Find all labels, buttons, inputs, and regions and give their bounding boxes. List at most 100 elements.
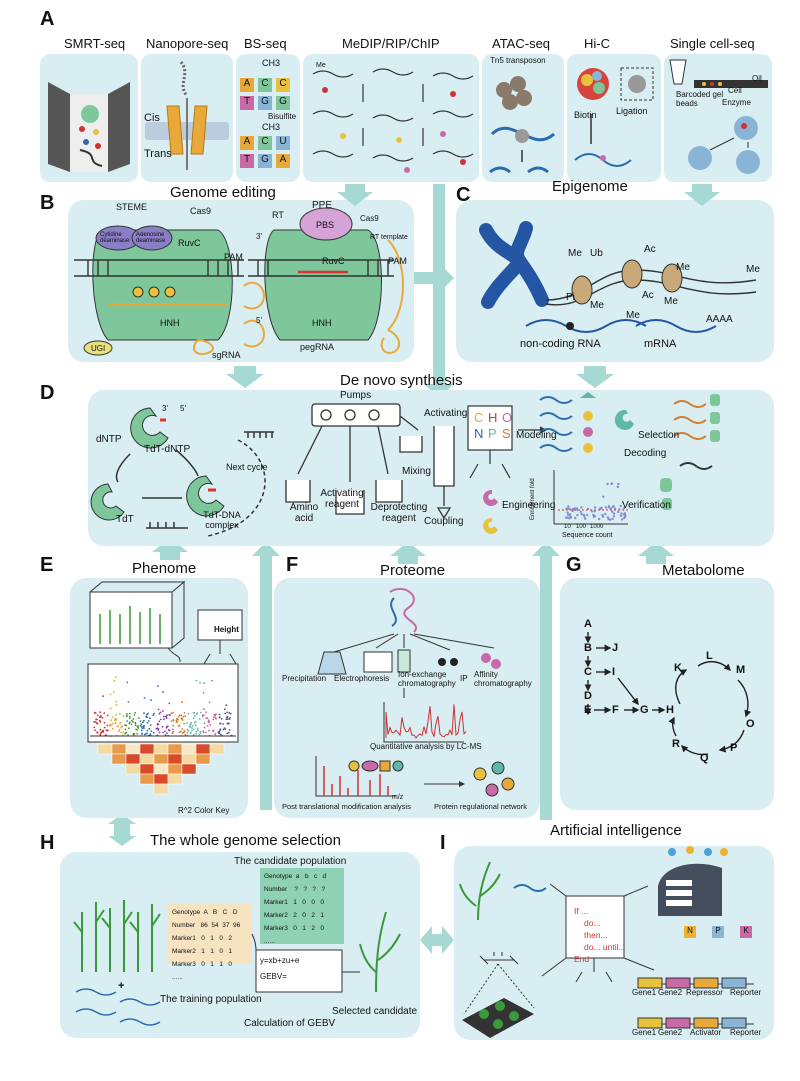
chromatogram-trace xyxy=(385,704,467,739)
manhattan-point xyxy=(199,711,202,714)
manhattan-point xyxy=(95,718,98,721)
manhattan-point xyxy=(132,721,134,723)
singlecell-cell-label: Cell xyxy=(728,86,742,95)
medip-tile xyxy=(303,54,479,182)
method-atac-title: ATAC-seq xyxy=(492,36,551,51)
manhattan-point xyxy=(201,715,204,718)
manhattan-point xyxy=(109,723,112,726)
gene-label: Gene1 xyxy=(632,988,657,997)
metabolite-node-e: E xyxy=(584,704,592,716)
scatter-point xyxy=(583,515,586,518)
manhattan-point xyxy=(124,732,126,735)
manhattan-point xyxy=(172,728,174,731)
tdt-dntp-label: TdT-dNTP xyxy=(144,444,191,455)
manhattan-point xyxy=(124,728,127,731)
candidate-row: Number ? ? ? ? xyxy=(264,886,326,893)
manhattan-point xyxy=(189,726,192,728)
manhattan-point xyxy=(227,731,230,734)
manhattan-point xyxy=(195,730,198,733)
manhattan-point xyxy=(163,718,165,721)
hic-ligation-label: Ligation xyxy=(616,106,648,116)
scatter-point xyxy=(610,482,613,486)
manhattan-point xyxy=(196,727,199,730)
scatter-point xyxy=(616,485,619,489)
cas9-label-right: Cas9 xyxy=(360,214,379,223)
ai-illustration xyxy=(459,846,754,1038)
manhattan-point xyxy=(191,727,193,729)
mz-label: m/z xyxy=(392,794,404,801)
panel-e-letter: E xyxy=(40,554,54,576)
manhattan-point xyxy=(128,727,130,730)
manhattan-point xyxy=(128,722,131,725)
manhattan-point xyxy=(147,720,150,722)
mrna-label: mRNA xyxy=(644,338,677,350)
manhattan-point xyxy=(205,717,208,720)
manhattan-point xyxy=(118,730,120,733)
manhattan-point xyxy=(122,731,125,734)
manhattan-point xyxy=(150,730,153,733)
singlecell-beads-label: Barcoded gel beads xyxy=(676,90,724,108)
panel-h-title: The whole genome selection xyxy=(150,832,341,849)
manhattan-point xyxy=(143,697,146,699)
manhattan-point xyxy=(177,715,180,718)
manhattan-point xyxy=(214,733,217,736)
manhattan-point xyxy=(165,717,168,719)
manhattan-point xyxy=(133,714,136,716)
manhattan-point xyxy=(140,726,143,728)
metabolite-node-m: M xyxy=(736,664,746,676)
nanopore-trans-label: Trans xyxy=(144,148,172,160)
scatter-point xyxy=(584,517,587,520)
manhattan-point xyxy=(119,723,121,725)
manhattan-point xyxy=(125,724,128,727)
manhattan-point xyxy=(127,701,130,703)
manhattan-point xyxy=(203,708,205,711)
color-key-label: R^2 Color Key xyxy=(178,806,230,815)
manhattan-point xyxy=(118,712,121,715)
scatter-point xyxy=(612,515,615,518)
manhattan-point xyxy=(103,712,106,714)
scatter-point xyxy=(568,513,572,516)
scatter-point xyxy=(609,518,612,521)
manhattan-point xyxy=(142,721,144,724)
manhattan-point xyxy=(149,733,152,735)
manhattan-point xyxy=(222,723,225,725)
manhattan-point xyxy=(189,732,192,735)
manhattan-point xyxy=(99,728,102,731)
manhattan-point xyxy=(139,720,142,722)
manhattan-point xyxy=(187,729,190,732)
manhattan-point xyxy=(156,727,159,729)
manhattan-point xyxy=(134,724,137,727)
ld-heatmap xyxy=(97,743,225,795)
bs-base: A xyxy=(276,154,290,168)
panel-d-letter: D xyxy=(40,382,55,404)
panel-e-title: Phenome xyxy=(132,560,197,577)
manhattan-point xyxy=(181,728,184,730)
precipitation-label: Precipitation xyxy=(282,674,327,683)
ppe-label: PPE xyxy=(312,200,333,211)
coupling-label: Coupling xyxy=(424,516,464,527)
manhattan-point xyxy=(139,724,142,727)
manhattan-point xyxy=(166,725,169,728)
affinity-label: Affinity chromatography xyxy=(474,670,532,688)
manhattan-point xyxy=(186,731,189,734)
manhattan-point xyxy=(198,718,201,720)
singlecell-oil-label: Oil xyxy=(752,74,762,83)
scatter-point xyxy=(598,517,601,521)
training-table: Genotype A B C D Number 86 54 37 96 Mark… xyxy=(172,906,240,984)
manhattan-point xyxy=(220,718,223,720)
panel-a-letter: A xyxy=(40,8,55,30)
manhattan-point xyxy=(168,702,171,705)
manhattan-point xyxy=(147,712,149,715)
manhattan-point xyxy=(153,712,155,715)
network-label: Protein regulational network xyxy=(434,802,527,811)
panel-g-title: Metabolome xyxy=(662,562,745,579)
manhattan-point xyxy=(99,711,102,714)
manhattan-point xyxy=(212,718,215,721)
manhattan-point xyxy=(209,723,212,726)
electrophoresis-label: Electrophoresis xyxy=(334,674,390,683)
manhattan-point xyxy=(211,679,214,682)
manhattan-point xyxy=(223,708,226,711)
scatter-point xyxy=(623,512,626,515)
scatter-point xyxy=(611,505,614,509)
